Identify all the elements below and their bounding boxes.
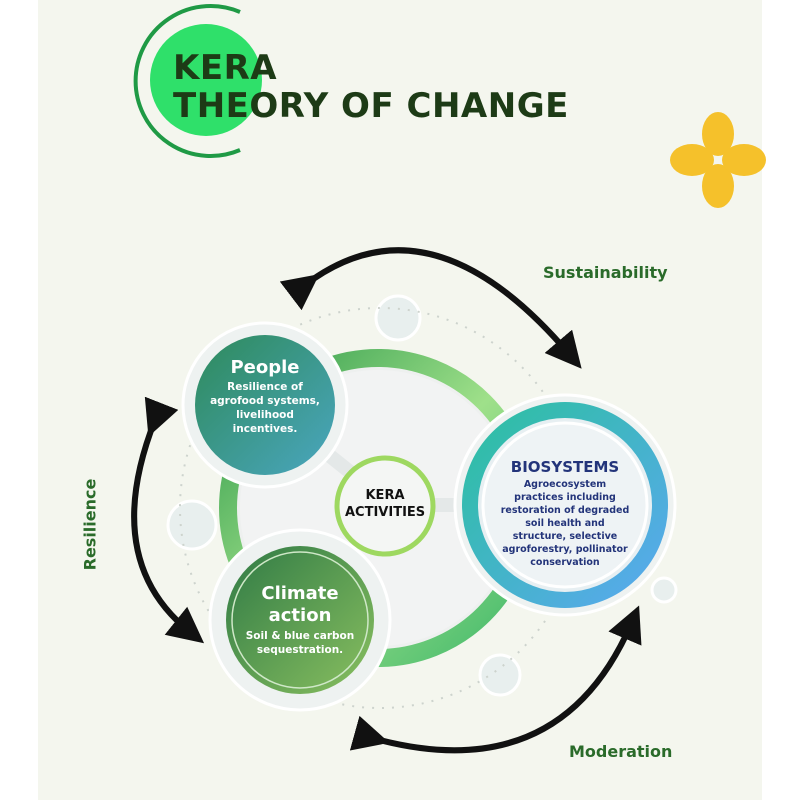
sustainability-arrow — [279, 247, 582, 369]
people-circle — [195, 335, 335, 475]
biosystems-text: Agroecosystem practices including restor… — [500, 479, 630, 568]
people-node: People Resilience of agrofood systems, l… — [200, 357, 330, 436]
climate-circle — [226, 546, 374, 694]
center-label: KERA ACTIVITIES — [345, 488, 426, 520]
climate-text: Soil & blue carbon sequestration. — [245, 630, 355, 656]
people-text: Resilience of agrofood systems, liveliho… — [210, 381, 320, 435]
moderation-arrow — [349, 605, 642, 754]
biosystems-title: BIOSYSTEMS — [510, 458, 620, 476]
title-ring-arc — [133, 4, 241, 158]
people-title: People — [230, 357, 300, 378]
title-green-circle — [150, 24, 262, 136]
biosystems-node: BIOSYSTEMS Agroecosystem practices inclu… — [500, 458, 630, 569]
climate-title: Climate action — [261, 583, 339, 626]
title-line-1: KERA — [173, 48, 278, 88]
label-moderation: Moderation — [569, 742, 673, 761]
climate-node: Climate action Soil & blue carbon seques… — [235, 583, 365, 657]
center-circle — [334, 455, 436, 557]
resilience-arrow — [131, 396, 205, 644]
flower-icon — [670, 112, 766, 208]
label-resilience: Resilience — [80, 478, 100, 571]
label-sustainability: Sustainability — [543, 263, 668, 282]
title-line-2: THEORY OF CHANGE — [173, 86, 569, 126]
